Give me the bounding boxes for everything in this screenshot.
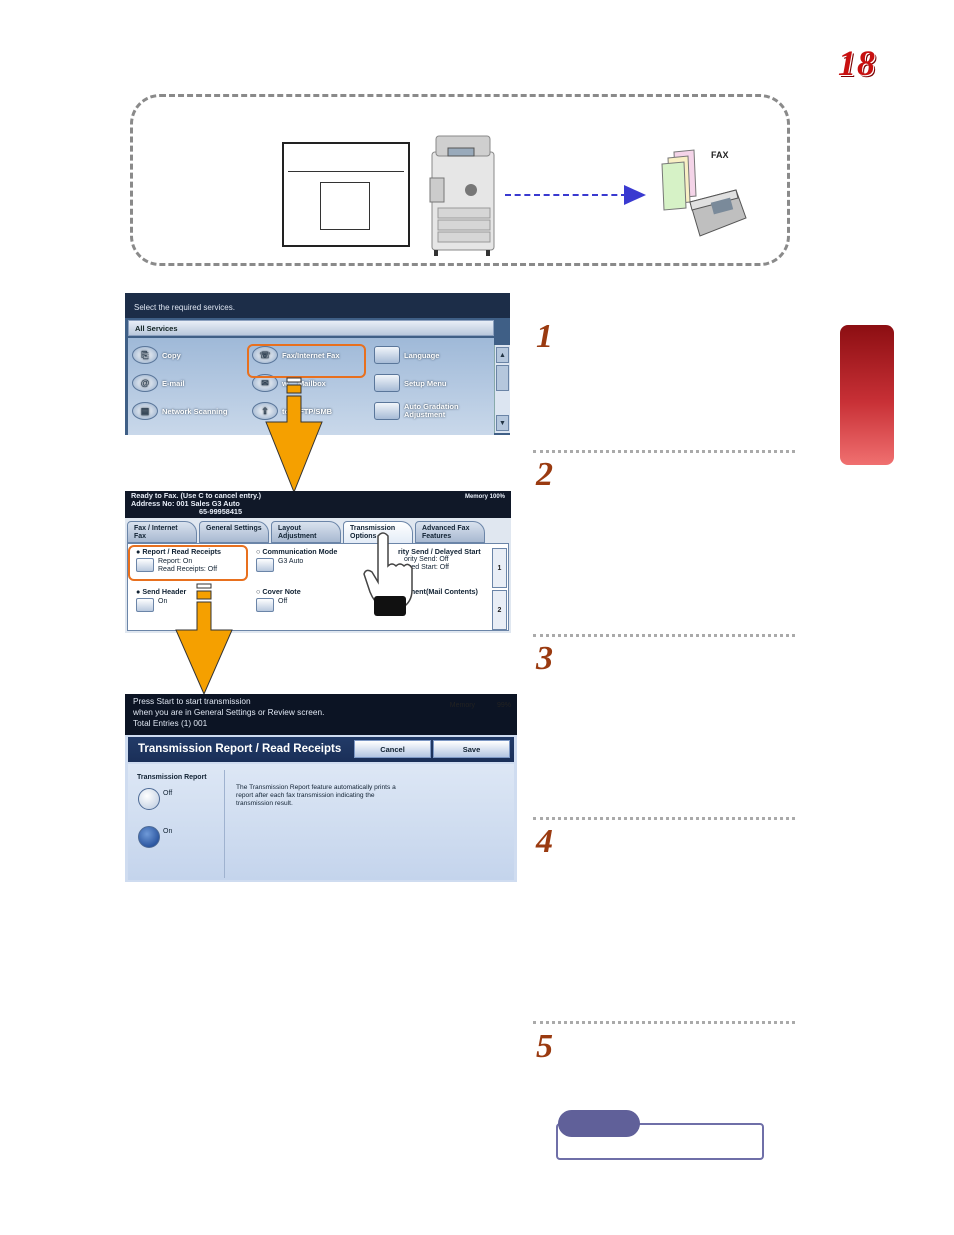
chapter-tab — [840, 325, 894, 465]
fax-icon: ☏ — [252, 346, 278, 364]
feature-description: The Transmission Report feature automati… — [236, 784, 396, 807]
fax-machine-illustration — [661, 149, 747, 237]
radio-on[interactable] — [138, 826, 160, 848]
copy-icon: ⎘ — [132, 346, 158, 364]
cover-note-button[interactable] — [256, 598, 274, 612]
flow-arrow-2 — [175, 583, 233, 696]
fax-status-message: Ready to Fax. (Use C to cancel entry.) A… — [125, 491, 511, 518]
pointing-hand-icon — [363, 532, 413, 616]
copy-button[interactable]: ⎘Copy — [132, 346, 181, 364]
tab-fax-internet-fax[interactable]: Fax / Internet Fax — [127, 521, 197, 543]
ftp-icon: ⇪ — [252, 402, 278, 420]
language-button[interactable]: Language — [374, 346, 439, 364]
transmission-report-screen: Press Start to start transmission when y… — [125, 694, 517, 882]
page-number: 18 — [838, 43, 876, 83]
transmission-report-panel: Transmission Report Off On The Transmiss… — [128, 764, 514, 880]
send-header-button[interactable] — [136, 598, 154, 612]
memory-indicator: Memory 100% — [464, 494, 505, 500]
step-1: 1 — [536, 318, 553, 355]
communication-mode-option: ○ Communication Mode — [256, 547, 338, 556]
fax-internet-fax-button[interactable]: ☏Fax/Internet Fax — [252, 346, 340, 364]
mailbox-icon: ✉ — [252, 374, 278, 392]
transmission-arrow — [505, 194, 627, 196]
fax-tabs: Fax / Internet Fax General Settings Layo… — [127, 521, 485, 543]
all-services-band: All Services — [128, 320, 494, 336]
tab-transmission-options[interactable]: Transmission Options — [343, 521, 413, 543]
screen-title-bar: Transmission Report / Read Receipts Canc… — [128, 737, 514, 762]
document-illustration — [282, 142, 410, 247]
step-4: 4 — [536, 823, 553, 860]
flow-arrow-1 — [265, 377, 323, 494]
step-3: 3 — [536, 640, 553, 677]
screen-message: Select the required services. — [125, 293, 510, 318]
tab-layout-adjustment[interactable]: Layout Adjustment — [271, 521, 341, 543]
communication-mode-button[interactable] — [256, 558, 274, 572]
save-button[interactable]: Save — [433, 740, 510, 758]
services-scrollbar[interactable]: ▲ ▼ — [494, 345, 510, 433]
network-scanning-button[interactable]: ▤Network Scanning — [132, 402, 227, 420]
note-tab — [558, 1110, 640, 1137]
screen-title: Transmission Report / Read Receipts — [138, 743, 342, 755]
step-5: 5 — [536, 1028, 553, 1065]
memory-indicator: Memory 99% — [449, 702, 511, 709]
step-2: 2 — [536, 456, 553, 493]
all-services-screen: Select the required services. All Servic… — [125, 293, 510, 435]
printer-illustration — [429, 135, 495, 256]
report-read-receipts-button[interactable] — [136, 558, 154, 572]
comment-option: omment(Mail Contents) — [398, 587, 478, 596]
arrow-head-icon — [624, 185, 646, 205]
auto-gradation-button[interactable]: Auto Gradation Adjustment — [374, 402, 474, 420]
scroll-up-icon[interactable]: ▲ — [496, 347, 509, 363]
fax-options-screen: Ready to Fax. (Use C to cancel entry.) A… — [125, 491, 511, 633]
page-2-button[interactable]: 2 — [492, 590, 507, 630]
report-read-receipts-option: ● Report / Read Receipts — [136, 547, 222, 556]
start-message: Press Start to start transmission when y… — [125, 694, 517, 735]
cover-note-option: ○ Cover Note — [256, 587, 301, 596]
email-button[interactable]: @E-mail — [132, 374, 185, 392]
scroll-down-icon[interactable]: ▼ — [496, 415, 509, 431]
radio-off[interactable] — [138, 788, 160, 810]
mailbox-button[interactable]: ✉w Mailbox — [252, 374, 326, 392]
scanner-icon: ▤ — [132, 402, 158, 420]
email-icon: @ — [132, 374, 158, 392]
tab-advanced-fax-features[interactable]: Advanced Fax Features — [415, 521, 485, 543]
report-highlight — [128, 545, 248, 581]
tab-general-settings[interactable]: General Settings — [199, 521, 269, 543]
page-1-button[interactable]: 1 — [492, 548, 507, 588]
services-panel: ⎘Copy @E-mail ▤Network Scanning ☏Fax/Int… — [128, 338, 494, 435]
cancel-button[interactable]: Cancel — [354, 740, 431, 758]
fax-highlight — [247, 344, 366, 378]
fax-label: FAX — [711, 150, 729, 160]
setup-menu-button[interactable]: Setup Menu — [374, 374, 447, 392]
send-header-option: ● Send Header — [136, 587, 187, 596]
section-label: Transmission Report — [137, 774, 207, 781]
scroll-thumb[interactable] — [496, 365, 509, 391]
workflow-diagram — [130, 94, 790, 266]
scan-to-ftp-smb-button[interactable]: ⇪to FTP/SMB — [252, 402, 332, 420]
